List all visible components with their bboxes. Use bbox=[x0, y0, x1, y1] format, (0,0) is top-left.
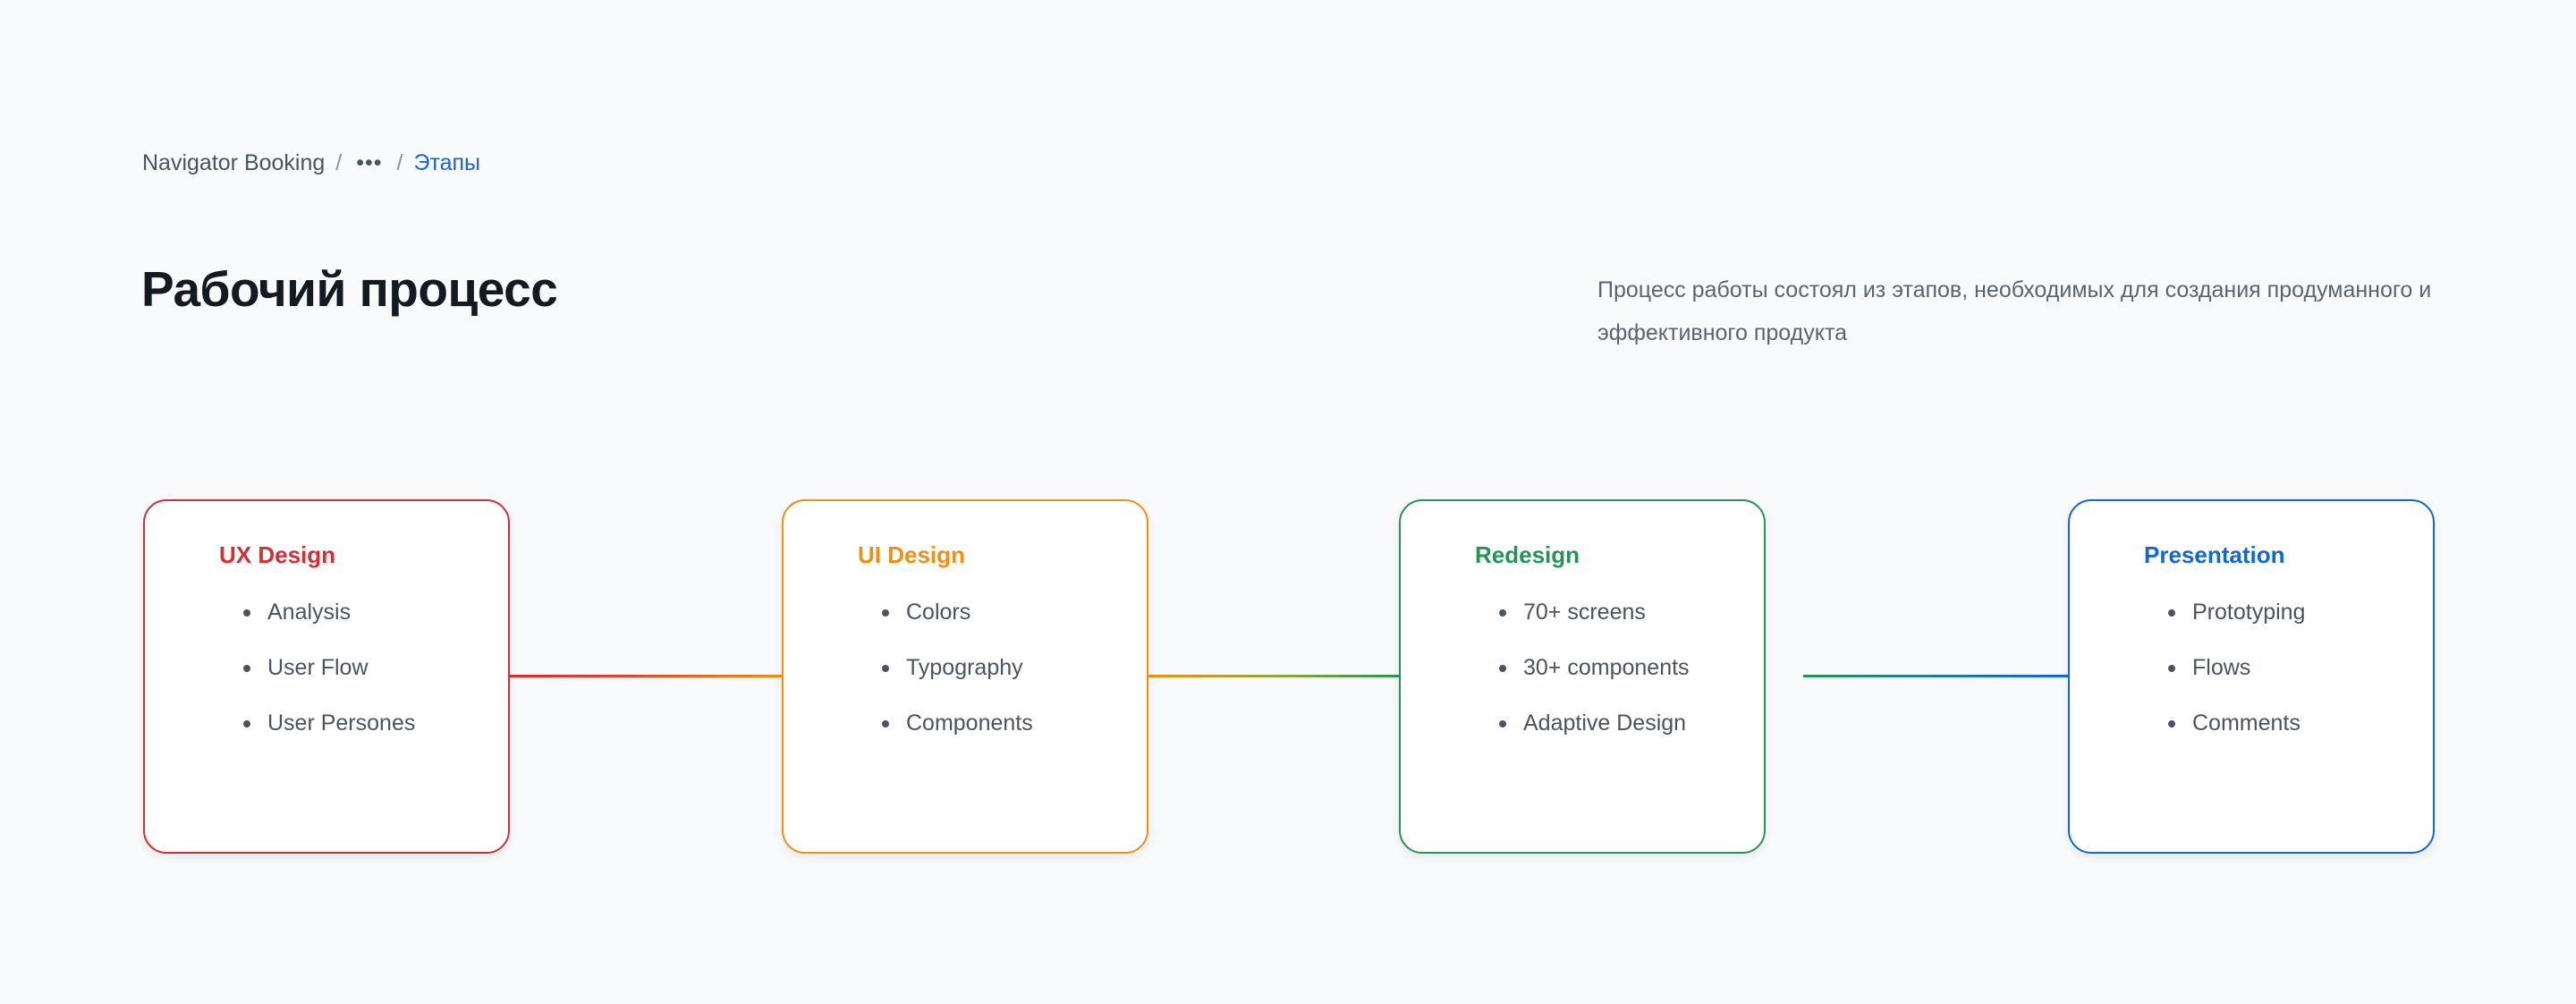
breadcrumb-separator: / bbox=[396, 150, 403, 175]
connector-ux-to-ui bbox=[506, 675, 787, 677]
stage-item-list: Colors Typography Components bbox=[784, 578, 1033, 735]
list-item: Comments bbox=[2168, 712, 2305, 735]
breadcrumb-ellipsis-icon[interactable]: ••• bbox=[356, 150, 383, 175]
list-item: User Flow bbox=[243, 657, 415, 679]
stage-title: Redesign bbox=[1475, 541, 1580, 568]
stage-item-list: 70+ screens 30+ components Adaptive Desi… bbox=[1401, 578, 1690, 735]
stage-card-ux-design[interactable]: UX Design Analysis User Flow User Person… bbox=[143, 499, 510, 854]
list-item: Flows bbox=[2168, 657, 2305, 679]
page-description: Процесс работы состоял из этапов, необхо… bbox=[1597, 277, 2432, 345]
breadcrumb-item-current[interactable]: Этапы bbox=[413, 150, 481, 175]
list-item: Colors bbox=[882, 601, 1033, 624]
list-item: Analysis bbox=[243, 601, 415, 624]
breadcrumb-item-root[interactable]: Navigator Booking bbox=[142, 150, 326, 175]
list-item: 30+ components bbox=[1499, 657, 1690, 679]
page-title: Рабочий процесс bbox=[141, 261, 558, 317]
workflow-diagram: UX Design Analysis User Flow User Person… bbox=[0, 489, 2576, 864]
list-item: Components bbox=[882, 712, 1033, 735]
list-item: User Persones bbox=[243, 712, 415, 735]
stage-title: UX Design bbox=[219, 541, 336, 568]
list-item: Adaptive Design bbox=[1499, 712, 1690, 735]
stage-card-redesign[interactable]: Redesign 70+ screens 30+ components Adap… bbox=[1399, 499, 1766, 854]
connector-ui-to-redesign bbox=[1143, 675, 1404, 677]
connector-redesign-to-presentation bbox=[1803, 675, 2073, 677]
stage-card-ui-design[interactable]: UI Design Colors Typography Components bbox=[782, 499, 1148, 854]
stage-item-list: Prototyping Flows Comments bbox=[2070, 578, 2305, 735]
list-item: 70+ screens bbox=[1499, 601, 1690, 624]
list-item: Typography bbox=[882, 657, 1033, 679]
breadcrumb: Navigator Booking / ••• / Этапы bbox=[142, 152, 480, 174]
list-item: Prototyping bbox=[2168, 601, 2305, 624]
stage-title: UI Design bbox=[858, 541, 965, 568]
breadcrumb-separator: / bbox=[335, 150, 343, 175]
stage-title: Presentation bbox=[2144, 541, 2285, 568]
stage-card-presentation[interactable]: Presentation Prototyping Flows Comments bbox=[2068, 499, 2435, 854]
stage-item-list: Analysis User Flow User Persones bbox=[145, 578, 415, 735]
